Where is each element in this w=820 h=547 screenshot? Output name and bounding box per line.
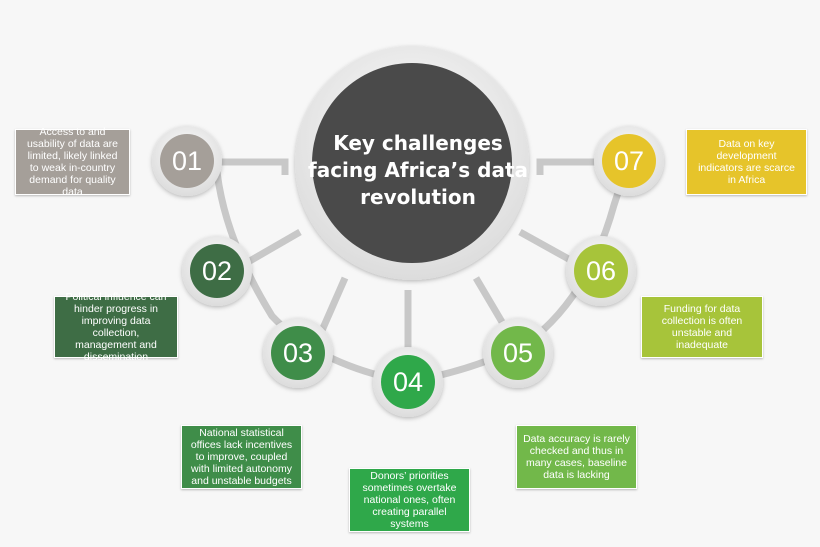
challenge-07-number: 07 [613, 146, 645, 176]
challenge-01-text: Access to and usability of data are limi… [26, 126, 119, 198]
challenge-node-fill [491, 326, 545, 380]
challenge-07-box: Data on key development indicators are s… [686, 129, 807, 195]
hub-title: Key challenges facing Africa’s data revo… [308, 130, 528, 211]
spokes [216, 158, 628, 350]
challenge-05-number: 05 [502, 338, 534, 368]
challenge-node-01 [152, 126, 222, 196]
challenge-node-07 [594, 126, 664, 196]
hub-title-line-3: revolution [360, 185, 476, 209]
hub [295, 46, 529, 280]
challenge-05-box: Data accuracy is rarely checked and thus… [516, 425, 637, 489]
challenge-06-text: Funding for data collection is often uns… [661, 303, 743, 351]
challenge-06-box: Funding for data collection is often uns… [641, 296, 763, 358]
challenge-03-text: National statistical offices lack incent… [190, 427, 293, 487]
challenge-node-03 [263, 318, 333, 388]
challenge-01-box: Access to and usability of data are limi… [15, 126, 130, 198]
challenge-node-02 [182, 236, 252, 306]
spoke-06 [518, 228, 576, 266]
challenge-01-number: 01 [171, 146, 203, 176]
challenge-04-text: Donors’ priorities sometimes overtake na… [362, 470, 457, 530]
challenge-05-text: Data accuracy is rarely checked and thus… [523, 433, 630, 481]
spoke-01 [216, 158, 289, 175]
challenge-node-fill [381, 355, 435, 409]
challenge-node-fill [602, 134, 656, 188]
challenge-07-text: Data on key development indicators are s… [698, 138, 795, 186]
challenge-nodes [152, 126, 664, 417]
challenge-02-number: 02 [201, 256, 233, 286]
spoke-03 [316, 276, 349, 337]
challenge-node-05 [483, 318, 553, 388]
challenge-node-04 [373, 347, 443, 417]
challenge-node-06 [566, 236, 636, 306]
hub-circle [312, 63, 512, 263]
challenge-04-box: Donors’ priorities sometimes overtake na… [349, 468, 470, 532]
challenge-node-fill [271, 326, 325, 380]
challenge-06-number: 06 [585, 256, 617, 286]
challenge-02-text: Political influence can hinder progress … [65, 291, 167, 363]
hub-title-line-2: facing Africa’s data [308, 158, 529, 182]
challenge-node-fill [574, 244, 628, 298]
hub-title-line-1: Key challenges [333, 131, 503, 155]
challenge-03-box: National statistical offices lack incent… [181, 425, 302, 489]
challenge-node-fill [160, 134, 214, 188]
challenge-04-number: 04 [392, 367, 424, 397]
challenge-02-box: Political influence can hinder progress … [54, 291, 178, 363]
spoke-05 [472, 276, 506, 324]
challenge-03-number: 03 [282, 338, 314, 368]
spoke-02 [246, 228, 302, 266]
challenge-node-fill [190, 244, 244, 298]
